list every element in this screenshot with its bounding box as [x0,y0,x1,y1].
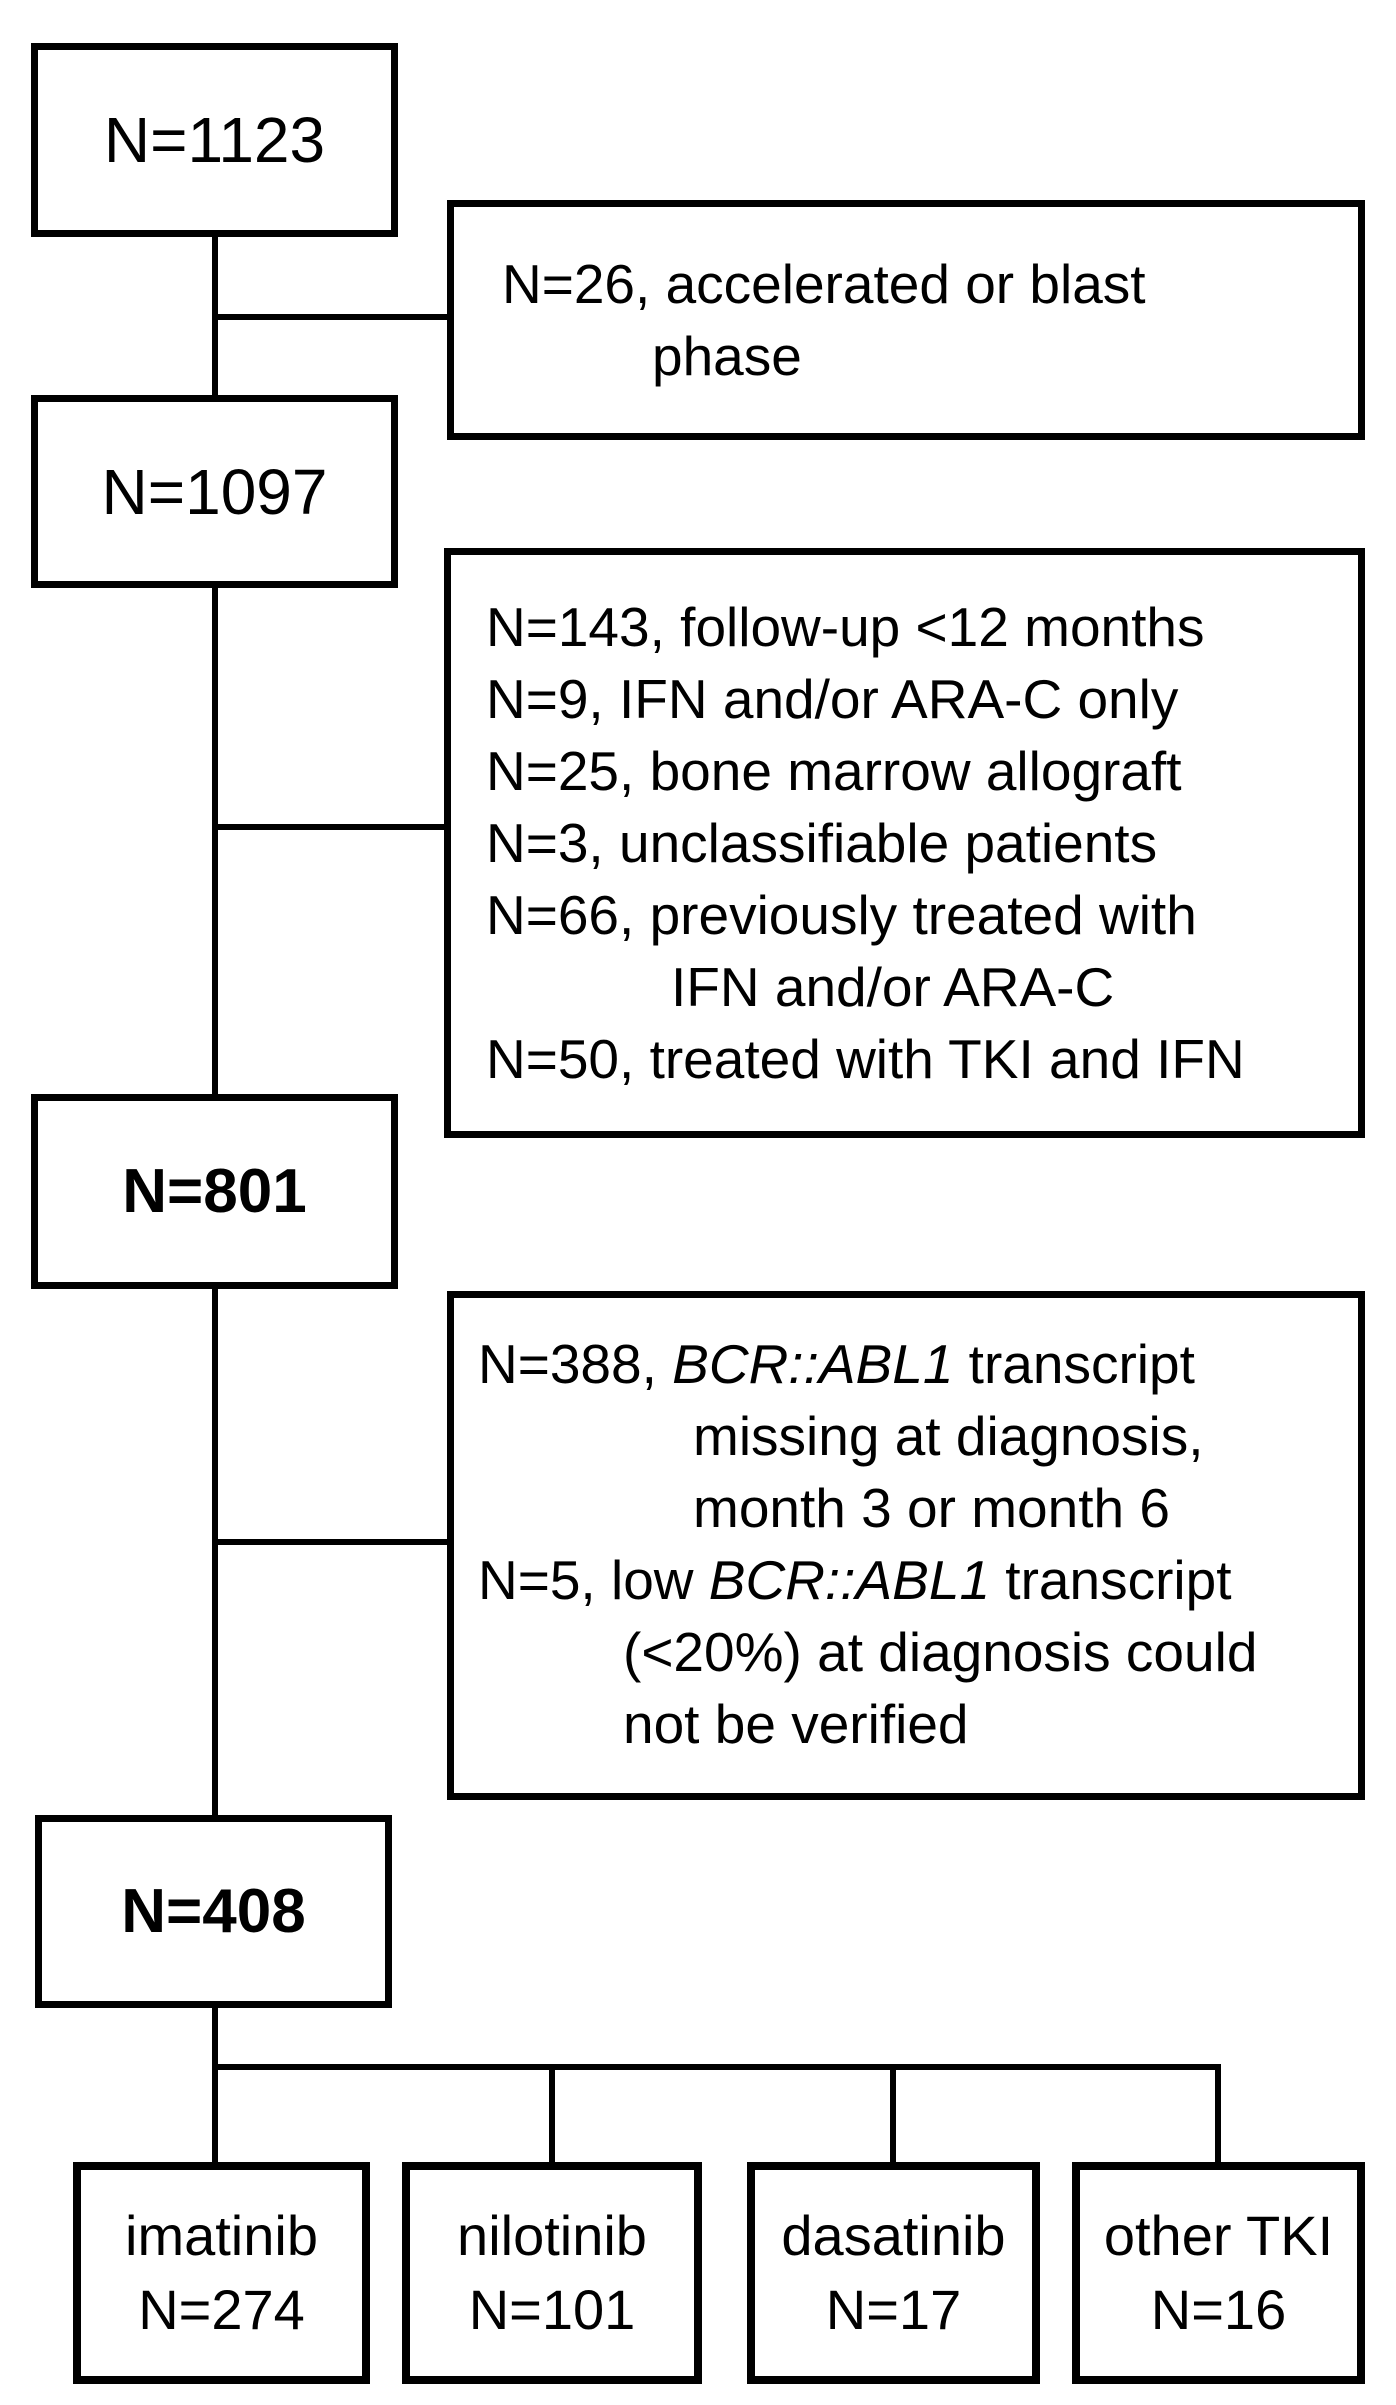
node-n1123-label: N=1123 [103,104,326,176]
stub-nilotinib [549,2064,555,2162]
leaf-other-tki-name: other TKI [1103,2204,1334,2267]
exclusion-line: not be verified [623,1693,969,1755]
exclusion-line: N=66, previously treated with [486,884,1197,946]
node-n1097-label: N=1097 [101,455,328,528]
exclusion-box-treatment-criteria: N=143, follow-up <12 months N=9, IFN and… [444,548,1365,1138]
node-n1123: N=1123 [31,43,398,237]
leaf-imatinib-count: N=274 [138,2278,305,2341]
branch-rail [212,2064,1221,2070]
exclusion-line: month 3 or month 6 [693,1477,1170,1539]
exclusion-line: N=388, BCR::ABL1 transcript [478,1333,1195,1395]
exclusion-line: N=50, treated with TKI and IFN [486,1028,1245,1090]
exclusion-box-transcript-missing: N=388, BCR::ABL1 transcript missing at d… [447,1291,1365,1800]
exclusion-line: N=25, bone marrow allograft [486,740,1182,802]
exclusion-line: N=143, follow-up <12 months [486,596,1205,658]
spine-segment-3 [212,1287,218,1817]
connector-exclusion-2 [212,824,446,830]
leaf-dasatinib: dasatinib N=17 [747,2162,1040,2384]
stub-other-tki [1215,2064,1221,2162]
node-n408-label: N=408 [121,1877,306,1946]
leaf-other-tki-count: N=16 [1150,2278,1287,2341]
exclusion-line: N=3, unclassifiable patients [486,812,1158,874]
leaf-imatinib-name: imatinib [125,2204,318,2267]
leaf-dasatinib-count: N=17 [825,2278,962,2341]
node-n801-label: N=801 [122,1157,307,1226]
exclusion-line: N=5, low BCR::ABL1 transcript [478,1549,1232,1611]
leaf-nilotinib-count: N=101 [468,2278,636,2341]
exclusion-box-accelerated-blast: N=26, accelerated or blast phase [447,200,1365,440]
stub-dasatinib [890,2064,896,2162]
exclusion-line: IFN and/or ARA-C [671,956,1115,1018]
connector-exclusion-1 [212,314,452,320]
gene-name-italic: BCR::ABL1 [672,1333,954,1395]
node-n1097: N=1097 [31,395,398,588]
exclusion-line: (<20%) at diagnosis could [623,1621,1258,1683]
spine-segment-2 [212,586,218,1096]
leaf-dasatinib-name: dasatinib [781,2204,1006,2267]
connector-exclusion-3 [212,1539,449,1545]
gene-name-italic: BCR::ABL1 [708,1549,991,1611]
exclusion-line: N=9, IFN and/or ARA-C only [486,668,1179,730]
spine-segment-4 [212,2006,218,2162]
node-n801: N=801 [31,1094,398,1289]
exclusion-line: phase [652,325,802,387]
exclusion-line: missing at diagnosis, [693,1405,1204,1467]
exclusion-line: N=26, accelerated or blast [502,253,1146,315]
leaf-nilotinib-name: nilotinib [457,2204,647,2267]
leaf-other-tki: other TKI N=16 [1072,2162,1365,2384]
leaf-nilotinib: nilotinib N=101 [402,2162,702,2384]
leaf-imatinib: imatinib N=274 [73,2162,370,2384]
node-n408: N=408 [35,1815,392,2008]
